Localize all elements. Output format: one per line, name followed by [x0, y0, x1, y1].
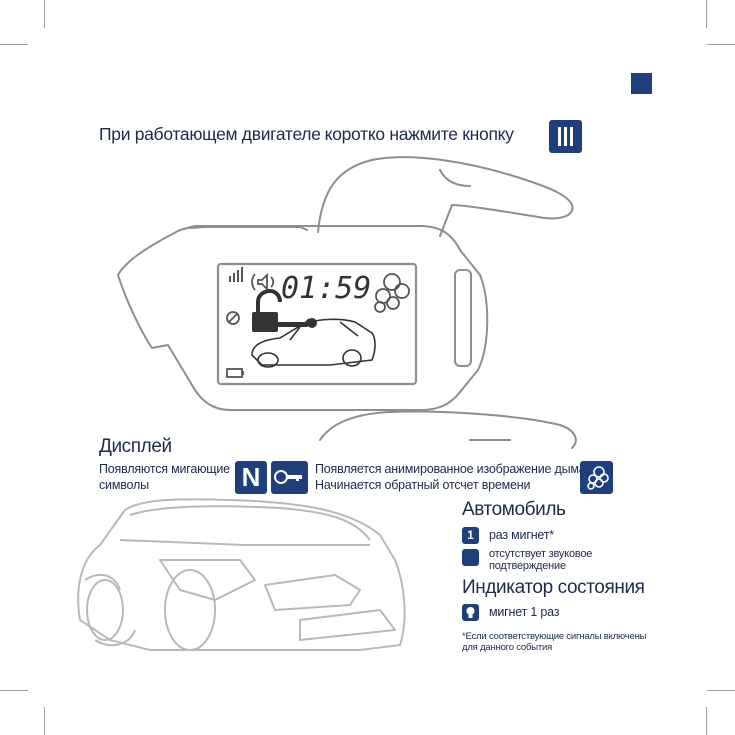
- lcd-time: 01:59: [281, 271, 371, 306]
- crop-mark-bottom-left: [44, 707, 45, 735]
- key-fob-body: [117, 225, 489, 411]
- status-section-title: Индикатор состояния: [462, 577, 645, 598]
- led-bulb-icon: [462, 604, 479, 621]
- smoke-animation-line1: Появляется анимированное изображение дым…: [315, 462, 586, 476]
- crop-mark-bottom-right: [706, 707, 707, 735]
- no-sound-line1: отсутствует звуковое: [489, 548, 593, 560]
- car-section-title: Автомобиль: [462, 499, 566, 520]
- crop-mark-bottom-left-h: [0, 690, 28, 691]
- footnote-line1: *Если соответствующие сигналы включены: [462, 631, 647, 642]
- smoke-symbol-icon: [580, 461, 613, 494]
- finger-outline: [317, 156, 574, 237]
- n-symbol-icon: N: [235, 461, 267, 494]
- no-entry-icon: [226, 311, 240, 325]
- crop-mark-top-right-h: [707, 44, 735, 45]
- instruction-part-1: При работающем двигателе: [99, 124, 321, 144]
- display-section-title: Дисплей: [99, 436, 172, 457]
- instruction-part-2: коротко нажмите кнопку: [324, 124, 514, 144]
- no-sound-icon: [462, 549, 479, 566]
- blinking-symbols-line2: символы: [99, 478, 149, 492]
- blink-count-badge: 1: [462, 527, 479, 544]
- car-blink-text: раз мигнет*: [489, 528, 554, 542]
- blinking-symbols-line1: Появляются мигающие: [99, 462, 230, 476]
- speaker-icon: [251, 272, 275, 292]
- three-bars-button-icon: [549, 120, 582, 153]
- crop-mark-top-left-h: [0, 44, 28, 45]
- no-sound-line2: подтверждение: [489, 560, 566, 572]
- battery-icon: [226, 368, 244, 378]
- car-illustration: [77, 498, 406, 651]
- smoke-animation-line2: Начинается обратный отсчет времени: [315, 478, 531, 492]
- key-symbol-icon: [271, 461, 308, 494]
- led-blink-text: мигнет 1 раз: [489, 605, 560, 619]
- crop-mark-top-right: [706, 0, 707, 28]
- crop-mark-top-left: [44, 0, 45, 28]
- section-marker-square: [631, 73, 652, 94]
- fob-side-button: [454, 269, 472, 367]
- signal-icon: [229, 267, 243, 282]
- car-icon: [251, 318, 376, 368]
- lcd-screen: [216, 262, 418, 386]
- hand-outline: [319, 410, 577, 449]
- smoke-icon: [374, 273, 410, 313]
- footnote-line2: для данного события: [462, 642, 553, 653]
- crop-mark-bottom-right-h: [707, 690, 735, 691]
